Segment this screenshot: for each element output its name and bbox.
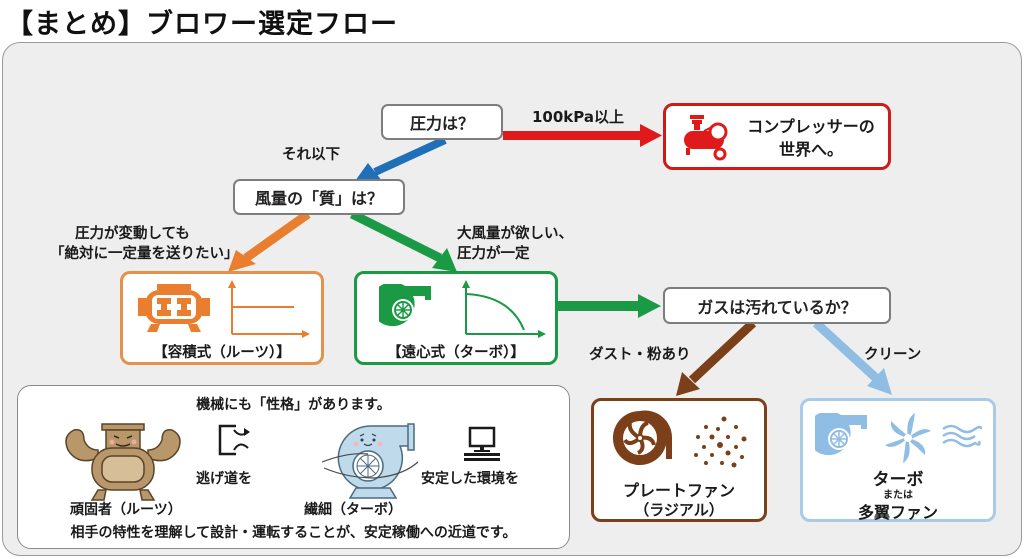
result-plate-fan-line1: プレートファン bbox=[622, 481, 735, 500]
roots-blower-icon bbox=[138, 284, 210, 332]
multiblade-fan-icon bbox=[885, 413, 931, 463]
summary-turbo-character: 繊細（ターボ） bbox=[304, 502, 402, 518]
summary-heading: 機械にも「性格」があります。 bbox=[196, 397, 391, 413]
dust-particles-icon bbox=[694, 416, 747, 468]
branch-label-constant-volume-2: 「絶対に一定量を送りたい」 bbox=[50, 246, 239, 262]
radial-fan-icon bbox=[612, 410, 672, 465]
result-turbo-fan-line2: または bbox=[883, 490, 913, 501]
page-title: 【まとめ】ブロワー選定フロー bbox=[6, 9, 398, 40]
result-plate-fan-line2: （ラジアル） bbox=[634, 501, 724, 519]
branch-label-dust: ダスト・粉あり bbox=[589, 347, 691, 363]
result-compressor[interactable]: コンプレッサーの 世界へ。 bbox=[663, 103, 891, 170]
result-plate-fan[interactable]: プレートファン （ラジアル） bbox=[591, 398, 767, 522]
branch-label-clean: クリーン bbox=[864, 347, 922, 363]
flat-curve-graph bbox=[228, 280, 310, 338]
summary-panel: 機械にも「性格」があります。 逃げ道を 頑固者（ルーツ） bbox=[17, 385, 570, 549]
branch-label-large-volume-2: 圧力が一定 bbox=[457, 246, 530, 262]
summary-roots-character: 頑固者（ルーツ） bbox=[70, 502, 182, 518]
result-roots-blower[interactable]: 【容積式（ルーツ）】 bbox=[120, 271, 324, 365]
escape-route-icon bbox=[218, 424, 250, 456]
question-gas-dirty[interactable]: ガスは汚れているか？ bbox=[663, 287, 891, 324]
result-turbo-fan-line1: ターボ bbox=[872, 470, 924, 490]
airflow-wind-icon bbox=[942, 424, 983, 448]
summary-turbo-need: 安定した環境を bbox=[421, 471, 519, 487]
result-compressor-line1: コンプレッサーの bbox=[747, 117, 875, 136]
result-turbo-blower[interactable]: 【遠心式（ターボ）】 bbox=[354, 271, 558, 365]
falling-curve-graph bbox=[462, 280, 546, 338]
result-compressor-line2: 世界へ。 bbox=[778, 140, 843, 159]
centrifugal-fan-icon bbox=[379, 284, 431, 327]
air-compressor-icon bbox=[684, 115, 728, 161]
result-turbo-fan-line3: 多翼ファン bbox=[857, 503, 938, 522]
roots-stubborn-character-icon bbox=[65, 423, 181, 501]
question-gas-dirty-label: ガスは汚れているか？ bbox=[697, 297, 857, 317]
branch-label-high-pressure: 100kPa以上 bbox=[532, 108, 624, 126]
summary-footer: 相手の特性を理解して設計・運転することが、安定稼働への近道です。 bbox=[70, 525, 517, 541]
question-pressure-label: 圧力は？ bbox=[409, 114, 474, 133]
stable-environment-monitor-icon bbox=[464, 426, 500, 461]
result-roots-label: 【容積式（ルーツ）】 bbox=[153, 345, 291, 361]
branch-label-constant-volume-1: 圧力が変動しても bbox=[75, 226, 190, 242]
summary-roots-need: 逃げ道を bbox=[196, 471, 252, 487]
question-airflow-quality[interactable]: 風量の「質」は？ bbox=[233, 179, 405, 215]
branch-label-large-volume-1: 大風量が欲しい、 bbox=[457, 226, 573, 242]
result-turbo-label: 【遠心式（ターボ）】 bbox=[387, 345, 525, 361]
result-turbo-multiblade-fan[interactable]: ターボ または 多翼ファン bbox=[800, 398, 996, 522]
question-pressure[interactable]: 圧力は？ bbox=[381, 104, 503, 140]
turbo-fan-icon bbox=[815, 413, 867, 456]
branch-label-low-pressure: それ以下 bbox=[282, 147, 340, 163]
turbo-delicate-character-icon bbox=[321, 423, 419, 499]
question-airflow-quality-label: 風量の「質」は？ bbox=[254, 189, 383, 208]
